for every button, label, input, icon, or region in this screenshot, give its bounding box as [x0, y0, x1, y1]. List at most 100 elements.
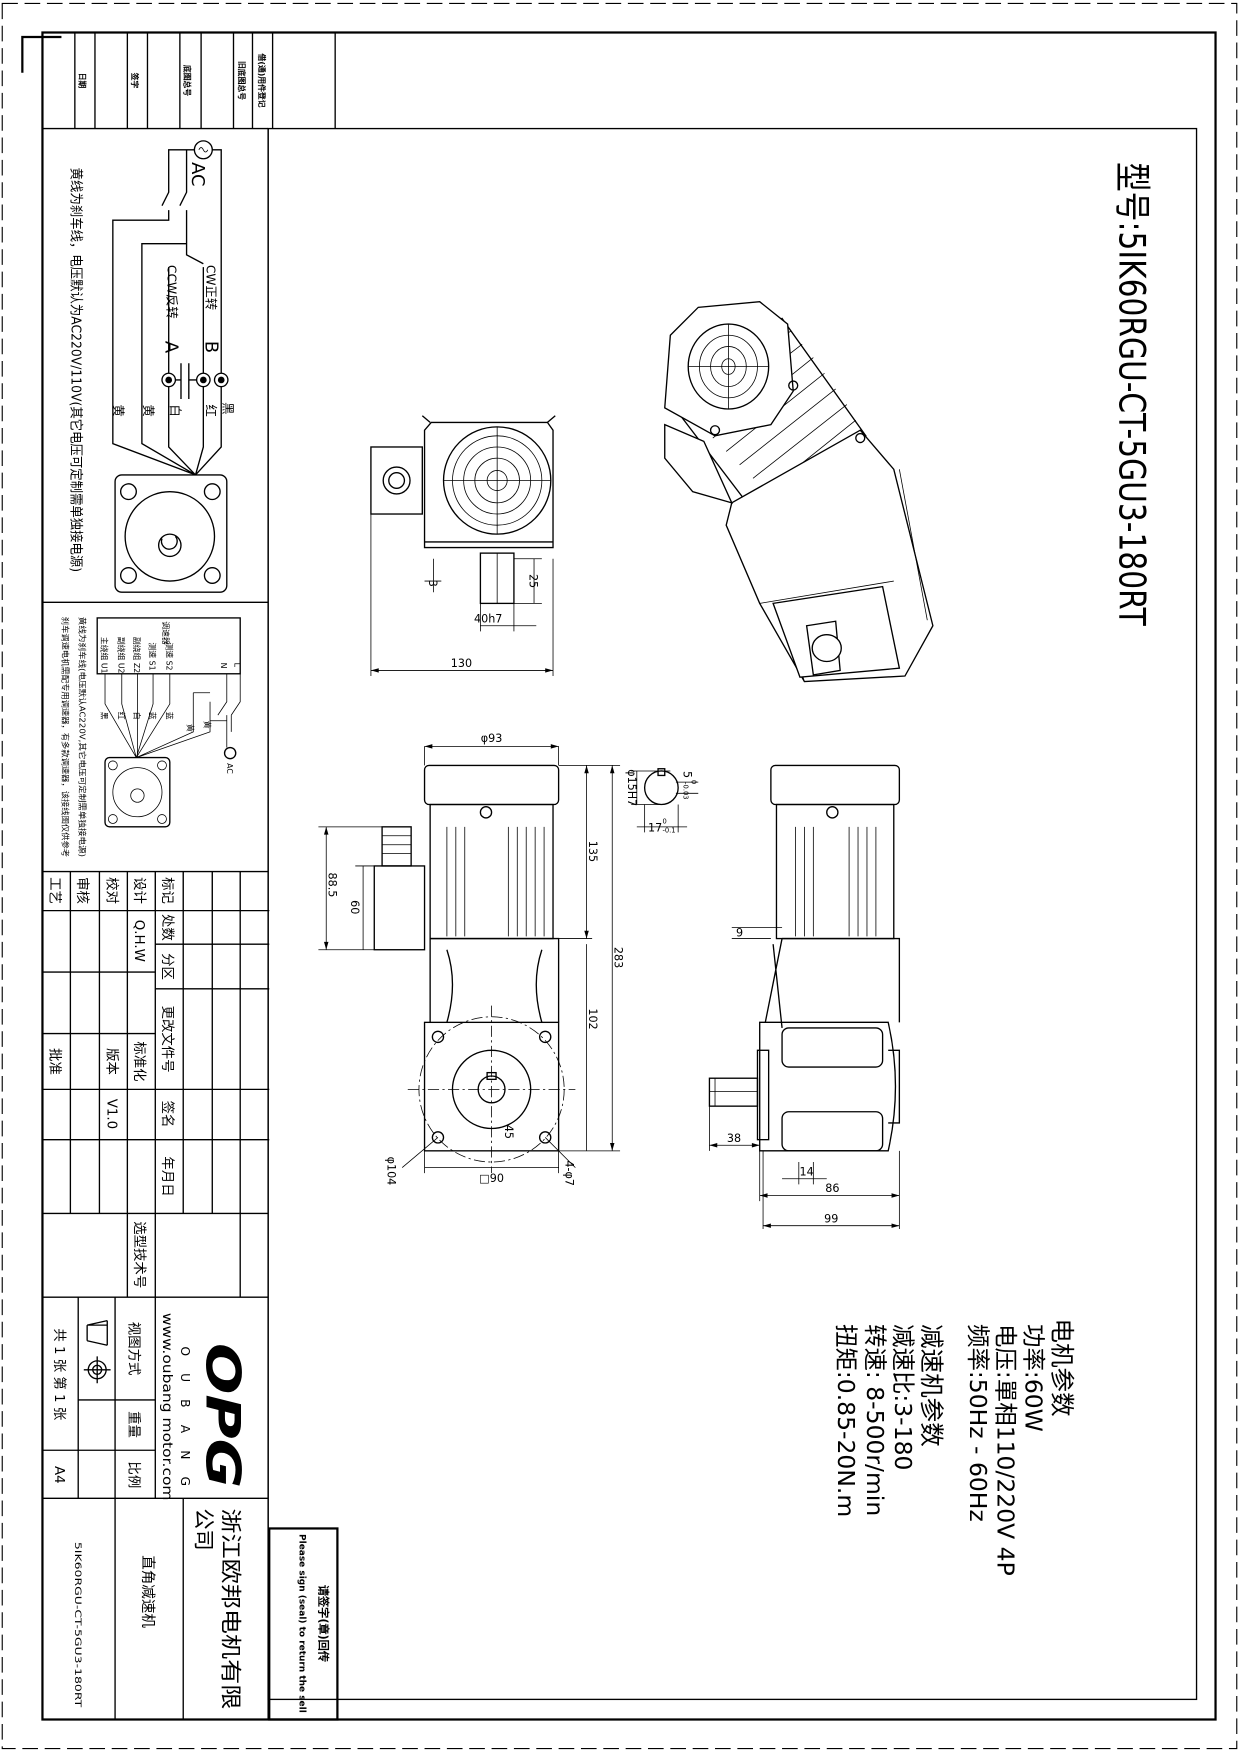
cw-label: CW正转 — [204, 265, 219, 310]
sw-color-black: 黑 — [100, 712, 109, 720]
company-name-line1: 浙江欧邦电机有限 — [217, 1508, 242, 1709]
tb-view-method-label: 视图方式 — [126, 1322, 142, 1376]
terminal-u2: 副绕组 U2 — [116, 637, 126, 674]
dim-shaft-key-w-tol-up: 0 — [690, 780, 698, 784]
stamp-label-base-no: 底图总号 — [182, 65, 192, 96]
isometric-view-drawing — [664, 301, 934, 683]
stamp-label-borrow: 借(通)用件登记 — [257, 53, 267, 108]
return-note-cn: 请签字(章)回传 — [317, 1585, 331, 1662]
tb-paper-size: A4 — [51, 1466, 66, 1484]
tb-version-label: 版本 — [103, 1048, 119, 1075]
terminal-z2: 副绕组 Z2 — [132, 637, 142, 673]
sw-color-red: 红 — [116, 712, 126, 720]
company-name-line2: 公司 — [191, 1508, 216, 1550]
dim-side-diameter: φ93 — [481, 732, 503, 745]
motor-flange-small-icon — [104, 756, 171, 828]
wire-color-yellow: 黄 — [141, 405, 155, 417]
right-view-drawing: 9 38 14 86 99 — [708, 764, 901, 1230]
terminal-s1: 测速 S1 — [148, 643, 157, 671]
tb-check-label: 校对 — [103, 877, 120, 904]
speed-wiring-note-1: 黄线为刹车线(电压默认AC220V,其它电压可定制需单独接电源) — [77, 617, 87, 857]
stamp-strip: 日期 签字 底图总号 旧底图总号 借(通)用件登记 — [74, 32, 274, 129]
dim-shaft-key-h-tol-dn: -0.1 — [663, 826, 676, 834]
tb-standardize-label: 标准化 — [131, 1041, 147, 1081]
stamp-label-date: 日期 — [77, 73, 87, 89]
return-sign-box: 请签字(章)回传 Please sign (seal) to return th… — [268, 1527, 339, 1721]
controller-label: 调速器 — [161, 621, 170, 645]
ac-source-small-icon — [223, 746, 237, 760]
tb-header-count: 处数 — [159, 914, 175, 941]
terminal-a-label: A — [160, 341, 181, 354]
drawing-number: 5IK60RGU-CT-5GU3-180RT — [72, 1542, 82, 1708]
stamp-label-sign: 签字 — [130, 72, 140, 89]
website: www.oubang motor.com — [159, 1313, 174, 1501]
brand-name: O U B A N G — [178, 1346, 192, 1486]
dim-right-shaft-len: 38 — [727, 1132, 741, 1145]
ac-label: AC — [187, 162, 208, 186]
outer-frame — [41, 31, 1217, 1721]
title-block: 标记 处数 分区 更改文件号 签名 年月日 设计 Q.H.W 标准化 校对 版本… — [42, 870, 270, 1720]
ccw-label: CCW反转 — [165, 265, 180, 319]
terminal-b-label: B — [201, 341, 222, 353]
tb-sheets: 共 1 张 第 1 张 — [51, 1328, 68, 1420]
motor-flange-icon — [114, 474, 228, 593]
wire-color-red: 红 — [204, 405, 219, 417]
dim-side-total-len: 283 — [611, 947, 624, 968]
end-view-drawing: 130 40h7 25 3 — [370, 415, 556, 677]
gear-ratio: 减速比:3-180 — [889, 1324, 917, 1470]
dim-end-shaft-len: 25 — [527, 574, 540, 588]
wire-color-black: 黑 — [220, 402, 234, 414]
tb-header-signature: 签名 — [159, 1101, 176, 1128]
dim-side-gear-len: 102 — [586, 1008, 599, 1029]
tb-approve-label: 批准 — [46, 1048, 62, 1075]
dim-right-flange: 14 — [800, 1165, 814, 1178]
dim-right-step: 9 — [736, 926, 743, 939]
projection-symbol-icon — [83, 1320, 111, 1384]
side-view-drawing: φ93 135 283 102 88.5 60 φ104 □90 4-φ7 45 — [318, 732, 624, 1186]
speed-wiring-note-2: 刹车调速电机需配专用调速器，有多款调速器，该接线图仅供参考 — [61, 617, 71, 857]
dim-side-box-h1: 88.5 — [325, 873, 338, 898]
tb-version: V1.0 — [103, 1099, 118, 1129]
dim-right-width1: 86 — [825, 1182, 839, 1195]
tb-design-label: 设计 — [131, 877, 147, 904]
tb-header-date: 年月日 — [159, 1156, 175, 1196]
tb-header-change-doc: 更改文件号 — [159, 1006, 175, 1073]
gear-params-heading: 减速机参数 — [917, 1324, 946, 1447]
sw-color-blue-1: 蓝 — [148, 712, 158, 720]
dim-shaft-key-h-tol-up: 0 — [663, 817, 667, 825]
dim-side-holes: 4-φ7 — [562, 1160, 575, 1186]
tb-selection-no-label: 选型技术号 — [131, 1221, 147, 1288]
frame-lines — [42, 32, 336, 1720]
sw-color-white: 白 — [132, 712, 142, 720]
wire-color-white: 白 — [168, 405, 183, 417]
motor-frequency: 频率:50Hz - 60Hz — [964, 1324, 992, 1522]
dim-side-square: □90 — [479, 1172, 504, 1185]
gear-torque: 扭矩:0.85-20N.m — [832, 1324, 860, 1517]
shaft-bore-detail: φ15H7 5 0 -0.03 17 0 -0.1 — [625, 768, 699, 834]
tb-weight-label: 重量 — [126, 1411, 142, 1438]
dim-side-box-h2: 60 — [348, 900, 361, 914]
sw-brake-yellow-1: 黄 — [186, 724, 196, 732]
motor-params: 电机参数 功率:60W 电压:單相110/220V 4P 频率:50Hz - 6… — [964, 1318, 1077, 1575]
dim-shaft-key-h: 17 — [648, 821, 662, 834]
terminal-u1: 主绕组 U1 — [100, 637, 110, 674]
gear-params: 减速机参数 减速比:3-180 转速: 8-500r/min 扭矩:0.85-2… — [832, 1324, 946, 1517]
speed-controller-box — [96, 617, 241, 675]
dim-side-angle: 45 — [502, 1125, 515, 1139]
motor-power: 功率:60W — [1020, 1324, 1048, 1432]
sw-brake-yellow-2: 黄 — [202, 721, 212, 729]
tb-process-label: 工艺 — [46, 877, 62, 904]
dim-right-width2: 99 — [824, 1212, 838, 1225]
model-title: 型号:5IK60RGU-CT-5GU3-180RT — [1110, 162, 1153, 626]
dim-side-motor-len: 135 — [586, 841, 599, 862]
tb-header-zone: 分区 — [159, 953, 175, 980]
dim-shaft-key-w-tol-dn: -0.03 — [682, 782, 690, 799]
sw-color-blue-2: 蓝 — [164, 712, 174, 720]
dim-end-shaft-fit: 40h7 — [474, 612, 502, 625]
stamp-label-old-base-no: 旧底图总号 — [237, 61, 247, 100]
opg-logo: OPG — [195, 1343, 250, 1488]
dim-shaft-bore: φ15H7 — [625, 769, 638, 806]
motor-params-heading: 电机参数 — [1048, 1318, 1077, 1416]
